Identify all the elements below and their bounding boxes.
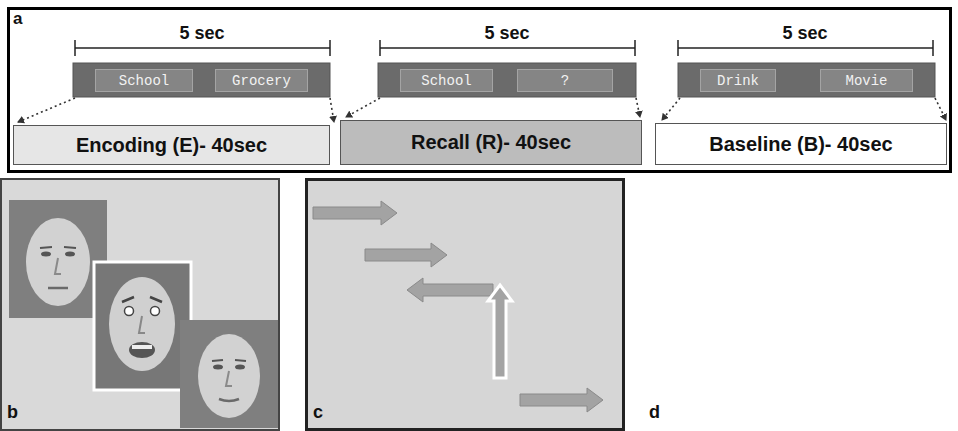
- zoom-line: [636, 98, 640, 117]
- arrow-stimulus: [520, 388, 603, 412]
- zoom-line: [18, 98, 75, 122]
- arrow-stimulus: [488, 285, 512, 378]
- bracket-tick: [634, 40, 636, 56]
- zoom-line: [662, 98, 680, 120]
- panel-ground: [644, 179, 958, 431]
- eyebrows: [212, 360, 246, 361]
- eye: [151, 307, 160, 316]
- duration-label: 5 sec: [162, 24, 242, 44]
- box-text: Encoding (E)- 40sec: [76, 134, 267, 157]
- arrow-stimuli: [313, 201, 603, 412]
- face-photo: [94, 262, 191, 390]
- teeth: [132, 345, 152, 349]
- photo-ground: [94, 262, 191, 390]
- bracket-tick: [329, 40, 331, 56]
- eye: [213, 365, 223, 370]
- bracket-tick: [677, 40, 679, 56]
- panel-frame: [307, 180, 624, 430]
- box-text: Baseline (B)- 40sec: [709, 133, 892, 156]
- nose: [139, 316, 145, 333]
- arrow-stimulus: [407, 278, 493, 302]
- photo-ground: [9, 200, 107, 318]
- word-box: School: [400, 69, 493, 92]
- eyebrows: [122, 297, 162, 302]
- box-text: Grocery: [232, 73, 291, 89]
- zoom-line: [935, 98, 946, 120]
- zoom-lines: [18, 98, 946, 122]
- duration-label: 5 sec: [467, 24, 547, 44]
- face-shape: [26, 218, 90, 306]
- bracket-tick: [932, 40, 934, 56]
- box-text: ?: [561, 73, 569, 89]
- arrow-stimulus: [313, 201, 397, 225]
- bracket-tick: [379, 40, 381, 56]
- mouth: [219, 399, 239, 401]
- face-photo: [9, 200, 107, 318]
- box-text: School: [421, 73, 471, 89]
- box-text: Drink: [717, 73, 759, 89]
- bracket-line: [380, 47, 635, 49]
- bracket-line: [678, 47, 933, 49]
- panel-letter: c: [313, 403, 333, 423]
- phase-box: Encoding (E)- 40sec: [13, 125, 330, 165]
- word-box: Grocery: [215, 69, 308, 92]
- bracket-tick: [74, 40, 76, 56]
- phase-box: Baseline (B)- 40sec: [655, 123, 947, 165]
- zoom-line: [330, 98, 334, 122]
- word-box: ?: [517, 69, 613, 92]
- panel-letter: b: [7, 403, 27, 423]
- nose: [55, 258, 61, 274]
- box-text: Recall (R)- 40sec: [411, 131, 571, 154]
- face-shape: [109, 277, 175, 371]
- phase-box: Recall (R)- 40sec: [340, 120, 642, 165]
- eye: [235, 365, 245, 370]
- bracket-line: [75, 47, 330, 49]
- panel-letter: d: [649, 403, 663, 423]
- word-box: School: [95, 69, 193, 92]
- word-box: Movie: [820, 69, 913, 92]
- eyebrows: [40, 247, 76, 248]
- box-text: School: [119, 73, 169, 89]
- eye: [41, 252, 51, 257]
- photo-ground: [180, 320, 278, 428]
- trial-bar: [378, 63, 636, 97]
- nose: [226, 371, 232, 386]
- duration-label: 5 sec: [765, 24, 845, 44]
- word-box: Drink: [700, 69, 776, 92]
- face-photo: [180, 320, 278, 428]
- box-text: Movie: [845, 73, 887, 89]
- mouth: [48, 287, 68, 290]
- panel-frame: [9, 9, 951, 172]
- trial-bar: [73, 63, 330, 97]
- mouth: [129, 342, 155, 358]
- zoom-line: [346, 98, 380, 117]
- arrow-stimulus: [365, 243, 447, 267]
- label-patch: [646, 402, 664, 424]
- trial-bar: [678, 63, 935, 97]
- panel-frame: [1, 179, 279, 430]
- face-shape: [198, 334, 260, 418]
- eye: [65, 252, 75, 257]
- panel-letter: a: [13, 10, 33, 29]
- eye: [125, 307, 134, 316]
